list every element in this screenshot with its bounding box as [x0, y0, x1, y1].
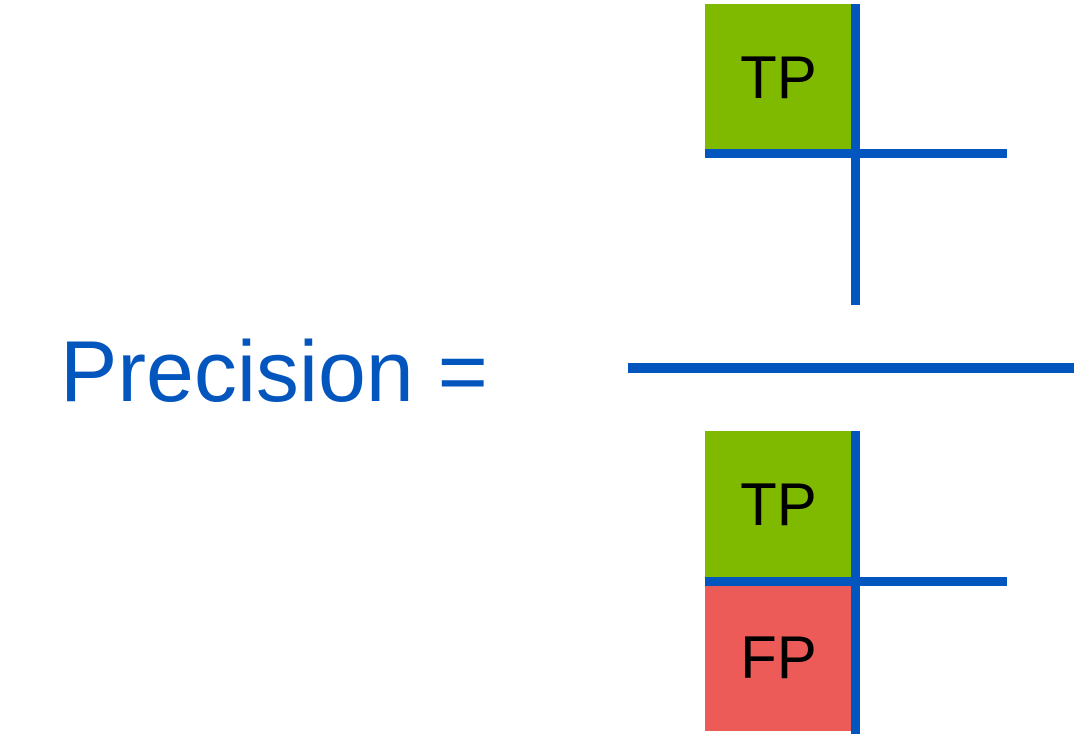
numerator-tp-label: TP [740, 44, 817, 111]
numerator-horizontal-line [705, 149, 1007, 158]
fraction-bar [628, 363, 1074, 373]
precision-label: Precision = [60, 324, 488, 420]
denominator-horizontal-line [705, 577, 1007, 586]
denominator-fp-cell: FP [705, 584, 852, 731]
denominator-tp-cell: TP [705, 431, 852, 578]
denominator-fp-label: FP [740, 624, 817, 691]
denominator-tp-label: TP [740, 471, 817, 538]
numerator-tp-cell: TP [705, 4, 852, 151]
